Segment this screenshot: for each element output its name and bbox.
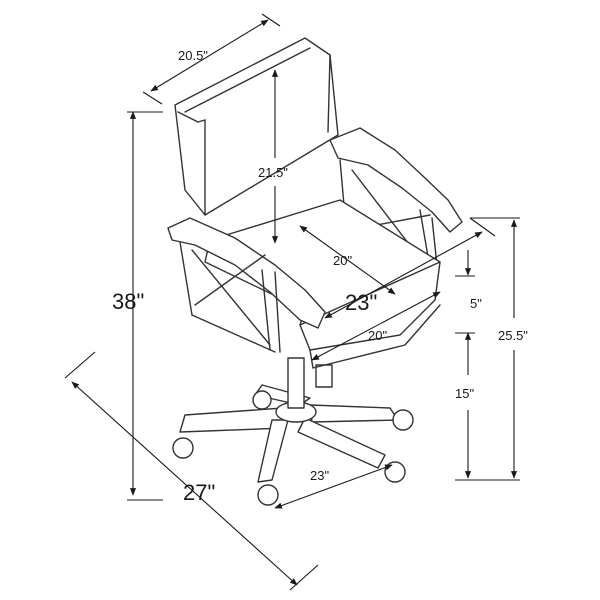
seat-width-line xyxy=(311,291,441,361)
base-width-label: 23" xyxy=(310,468,329,483)
dimension-lines xyxy=(64,13,520,591)
chair-seat xyxy=(204,199,441,369)
back-width-label: 20.5" xyxy=(178,48,208,63)
back-width-line xyxy=(150,19,269,92)
back-height-label: 21.5" xyxy=(258,165,288,180)
arm-height-label: 25.5" xyxy=(498,328,528,343)
seat-drop-label: 5" xyxy=(470,296,482,311)
chair-drawing xyxy=(167,37,463,506)
seat-height-label: 15" xyxy=(455,386,474,401)
chair-backrest xyxy=(174,37,339,216)
chair-left-arm xyxy=(167,217,326,353)
seat-depth-label: 20" xyxy=(333,253,352,268)
overall-depth-line xyxy=(71,381,298,586)
seat-width-label: 20" xyxy=(368,328,387,343)
base-width-line xyxy=(274,464,393,509)
overall-depth-label: 27" xyxy=(183,480,215,505)
overall-height-label: 38" xyxy=(112,289,144,314)
seat-diagonal-label: 23" xyxy=(345,290,377,315)
dimension-labels: 20.5" 21.5" 20" 23" 20" 38" 27" 23" 5" 1… xyxy=(112,48,528,505)
